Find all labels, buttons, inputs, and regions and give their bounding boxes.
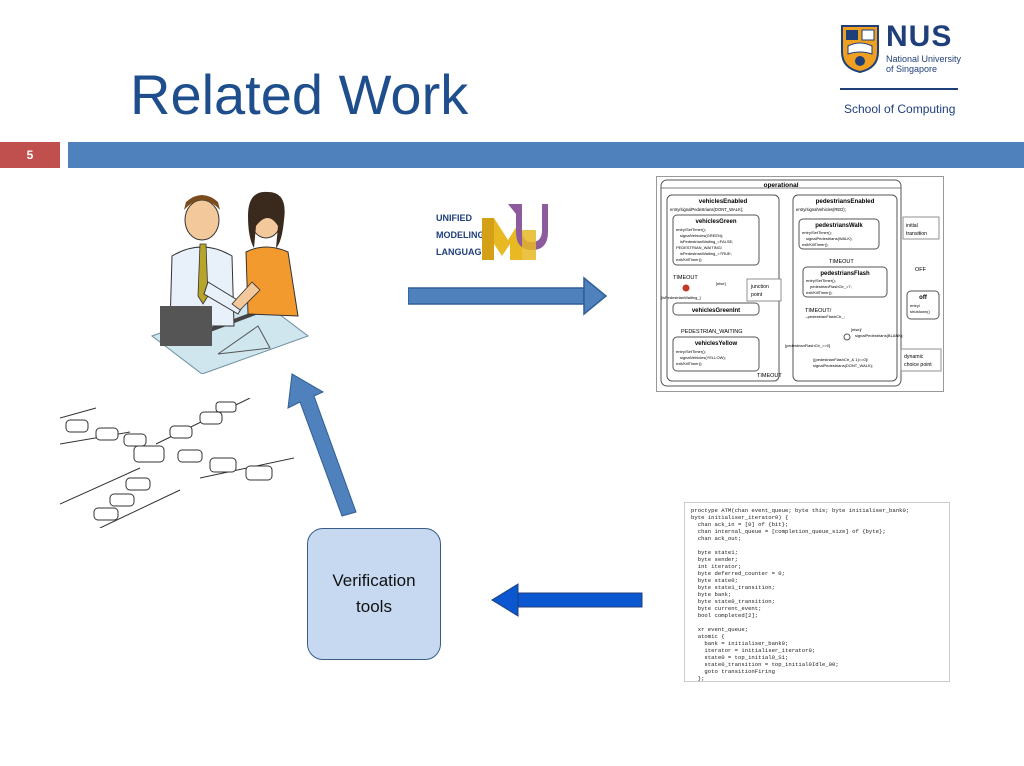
- up-arrow: [287, 373, 357, 517]
- nus-subtitle: National University of Singapore: [886, 54, 976, 74]
- statechart-diagram: operational vehiclesEnabled entry/signal…: [656, 176, 944, 392]
- initial-transition-note-1: initial: [906, 223, 918, 229]
- code-line: proctype ATM(chan event_queue; byte this…: [691, 507, 910, 514]
- promela-code-snippet: proctype ATM(chan event_queue; byte this…: [684, 502, 950, 682]
- vehicles-green-line5: exit/KillTimer();: [676, 257, 703, 262]
- code-line: chan ack_out;: [697, 535, 742, 542]
- traffic-intersection-illustration: [60, 398, 294, 528]
- junction-point-note-1: junction: [750, 284, 769, 290]
- off-event-label: OFF: [915, 267, 927, 273]
- pedestrians-enabled-label: pedestriansEnabled: [816, 198, 875, 205]
- code-line: byte sender;: [697, 556, 738, 563]
- timeout-right-label: TIMEOUT: [829, 259, 854, 265]
- flash-zero-label: [pedestrianFlashCtr_==0]: [785, 343, 830, 348]
- pedestrians-walk-label: pedestriansWalk: [815, 223, 863, 229]
- code-line: byte state0_transition;: [697, 598, 775, 605]
- timeout-ped-label-1: TIMEOUT/: [805, 308, 832, 314]
- code-line: byte deferred_counter = 0;: [697, 570, 785, 577]
- off-body-line0: entry/: [910, 303, 921, 308]
- vehicles-green-line2: isPedestrianWaiting_=FALSE;: [680, 239, 733, 244]
- nus-subtitle-line2: of Singapore: [886, 64, 938, 74]
- vehicles-yellow-label: vehiclesYellow: [695, 341, 738, 347]
- off-body-line1: shutdown(): [910, 309, 930, 314]
- code-line: };: [697, 675, 705, 682]
- dynamic-choice-note-2: choice point: [904, 362, 932, 368]
- else-ped-label: [else]/: [851, 327, 863, 332]
- code-line: byte state0;: [697, 577, 738, 584]
- vehicles-enabled-label: vehiclesEnabled: [699, 198, 748, 205]
- pedestrians-walk-line2: exit/KillTimer();: [802, 242, 829, 247]
- flash-odd-label-1: [(pedestrianFlashCtr_& 1)==0]/: [813, 357, 869, 362]
- nus-logo: NUS National University of Singapore Sch…: [840, 20, 970, 130]
- code-line: byte state1;: [697, 549, 738, 556]
- code-line: byte current_event;: [697, 605, 762, 612]
- code-line: iterator = initialiser_iterator0;: [704, 647, 816, 654]
- code-line: chan ack_in = [0] of {bit};: [697, 521, 789, 528]
- left-arrow: [491, 583, 643, 617]
- pedestrians-flash-line0: entry/SetTimer();: [806, 278, 836, 283]
- code-line: goto transitionFiring: [704, 668, 775, 675]
- slide-number: 5: [0, 142, 60, 168]
- pedestrians-flash-line1: pedestrianFlashCtr_=7;: [810, 284, 852, 289]
- off-state-label: off: [919, 295, 928, 301]
- pedestrians-walk-line1: signalPedestrians(WALK);: [806, 236, 853, 241]
- uml-logo-text-unified: UNIFIED: [436, 213, 472, 223]
- timeout-left-label: TIMEOUT: [673, 275, 698, 281]
- code-line: bool completed[2];: [697, 612, 759, 619]
- verification-tools-line2: tools: [356, 597, 392, 616]
- flash-odd-label-2: signalPedestrians(DONT_WALK);: [813, 363, 873, 368]
- vehicles-green-line0: entry/SetTimer();: [676, 227, 706, 232]
- vehicles-green-label: vehiclesGreen: [695, 219, 736, 225]
- dynamic-choice-note-1: dynamic: [904, 354, 924, 360]
- signal-blank-label: signalPedestrians(BLANK);: [855, 333, 903, 338]
- uml-mark-icon: [482, 204, 548, 260]
- vehicles-green-line4: isPedestrianWaiting_=TRUE;: [680, 251, 732, 256]
- code-line: bank = initialiser_bank0;: [704, 640, 789, 647]
- code-line: int iterator;: [697, 563, 742, 570]
- code-line: byte state1_transition;: [697, 584, 775, 591]
- operational-label: operational: [763, 182, 798, 189]
- code-line: state0_transition = top_initial0Idle_00;: [704, 661, 839, 668]
- pedestrians-flash-label: pedestriansFlash: [820, 271, 870, 277]
- pedestrian-waiting-label: PEDESTRIAN_WAITING: [681, 329, 743, 335]
- uml-logo-text-modeling: MODELING: [436, 230, 485, 240]
- pedestrians-enabled-entry: entry/signalVehicles(RED);: [796, 207, 846, 212]
- logo-divider: [840, 88, 958, 90]
- verification-tools-text: Verification tools: [319, 568, 429, 620]
- code-text: proctype ATM(chan event_queue; byte this…: [685, 503, 949, 682]
- nus-crest-icon: [841, 25, 879, 74]
- verification-tools-line1: Verification: [332, 571, 416, 590]
- nus-wordmark: NUS: [886, 20, 953, 53]
- pedestrians-flash-line2: exit/KillTimer();: [806, 290, 833, 295]
- junction-point-note-2: point: [751, 292, 763, 298]
- is-ped-waiting-label: [isPedestrianWaiting_]: [661, 295, 701, 300]
- pedestrians-walk-line0: entry/SetTimer();: [802, 230, 832, 235]
- uml-logo: UNIFIED MODELING LANGUAGE: [436, 200, 548, 270]
- code-line: byte bank;: [697, 591, 732, 598]
- code-line: atomic {: [697, 633, 725, 640]
- vehicles-yellow-line0: entry/SetTimer();: [676, 349, 706, 354]
- timeout-ped-label-2: --pedestrianFlashCtr_;: [805, 314, 845, 319]
- vehicles-enabled-entry: entry/signalPedestrians(DONT_WALK);: [670, 207, 743, 212]
- vehicles-green-line3: PEDESTRIAN_WAITING/: [676, 245, 723, 250]
- code-line: xr event_queue;: [697, 626, 749, 633]
- right-arrow: [408, 276, 608, 316]
- slide-title: Related Work: [130, 63, 469, 126]
- people-working-illustration: [150, 191, 310, 374]
- else-label: [else]: [716, 281, 726, 286]
- nus-subtitle-line1: National University: [886, 54, 962, 64]
- header-bar: [68, 142, 1024, 168]
- uml-logo-text-language: LANGUAGE: [436, 247, 488, 257]
- vehicles-green-int-label: vehiclesGreenInt: [692, 308, 740, 314]
- code-line: byte initialiser_iterator0) {: [691, 514, 789, 521]
- code-line: state0 = top_initial0_S1;: [704, 654, 789, 661]
- verification-tools-box: Verification tools: [307, 528, 441, 660]
- vehicles-green-line1: signalVehicles(GREEN);: [680, 233, 723, 238]
- code-line: chan internal_queue = [completion_queue_…: [697, 528, 886, 535]
- vehicles-yellow-line1: signalVehicles(YELLOW);: [680, 355, 726, 360]
- timeout-bottom-label: TIMEOUT: [757, 373, 782, 379]
- vehicles-yellow-line2: exit/KillTimer();: [676, 361, 703, 366]
- school-name: School of Computing: [844, 102, 956, 116]
- initial-transition-note-2: transition: [906, 231, 927, 237]
